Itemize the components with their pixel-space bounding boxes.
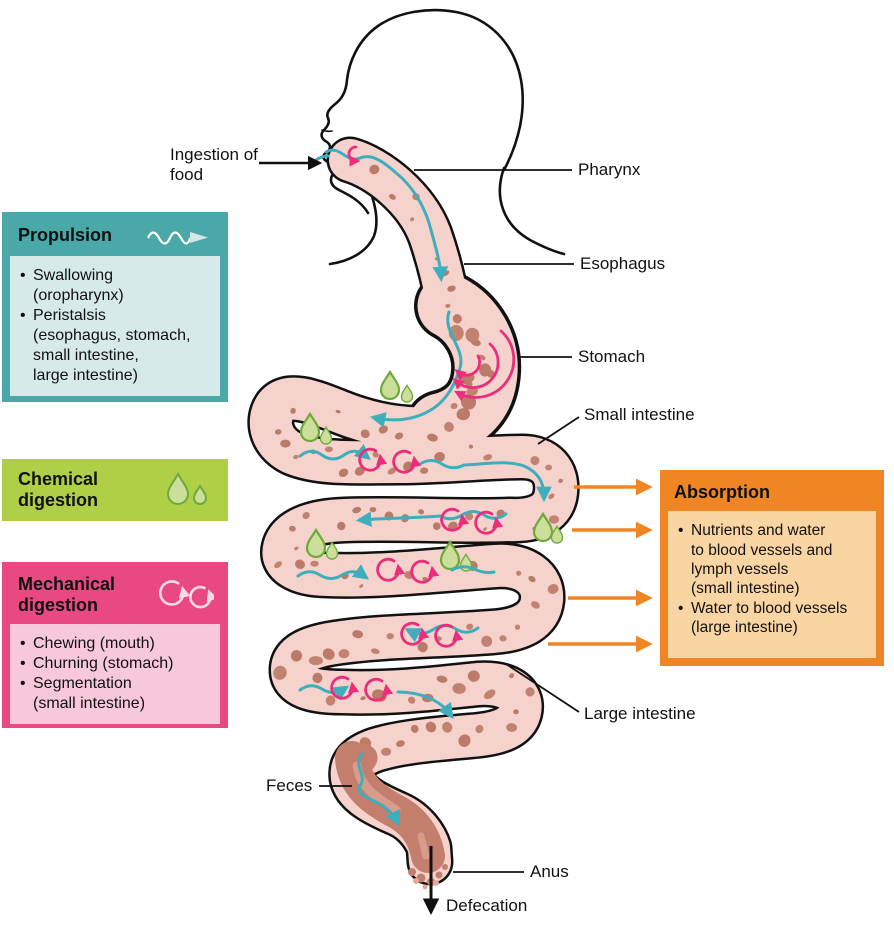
- bullet-item: •Chewing (mouth): [20, 635, 155, 653]
- neck-front-line: [328, 182, 378, 266]
- pharynx-label: Pharynx: [578, 160, 641, 179]
- chyme-spots: [273, 164, 563, 809]
- leader-lines: [259, 155, 580, 915]
- churn-arrows-icon: [159, 580, 214, 609]
- stomach-label: Stomach: [578, 347, 646, 366]
- large-intestine-label: Large intestine: [584, 704, 696, 723]
- bullet-item: •Water to blood vessels (large intestine…: [678, 599, 848, 637]
- churn-arrows: [332, 145, 516, 700]
- small-intestine-label: Small intestine: [584, 405, 695, 424]
- bullet-item: •Swallowing (oropharynx): [20, 267, 124, 304]
- bullet-item: •Nutrients and water to blood vessels an…: [678, 522, 833, 598]
- small-intestine-leader: [537, 416, 580, 445]
- absorption-arrows: [548, 478, 653, 653]
- esophagus-label: Esophagus: [580, 254, 666, 273]
- large-intestine-leader: [505, 663, 580, 713]
- ingestion-label: Ingestion of food: [170, 145, 258, 185]
- bullet-item: •Churning (stomach): [20, 655, 174, 673]
- anus-label: Anus: [530, 862, 569, 881]
- mechanical-digestion-title: Mechanical digestion: [18, 574, 116, 616]
- absorption-box: Absorption •Nutrients and water to blood…: [660, 470, 884, 666]
- feces-label: Feces: [266, 776, 313, 795]
- flow-arrows: [296, 148, 552, 827]
- bullet-item: •Segmentation (small intestine): [20, 675, 146, 713]
- bullet-item: •Peristalsis (esophagus, stomach, small …: [20, 307, 191, 384]
- chemical-digestion-box: Chemical digestion: [2, 459, 228, 521]
- absorption-title: Absorption: [674, 482, 770, 502]
- propulsion-box: Propulsion •Swallowing (oropharynx) •Per…: [2, 212, 228, 402]
- neck-back-line: [498, 166, 566, 256]
- chemical-digestion-title: Chemical digestion: [18, 468, 99, 510]
- digestive-tract: [247, 136, 580, 886]
- defecation-label: Defecation: [446, 896, 528, 915]
- mechanical-digestion-box: Mechanical digestion •Chewing (mouth) •C…: [2, 562, 228, 728]
- wave-arrow-icon: [146, 231, 208, 245]
- droplets-icon: [166, 472, 208, 505]
- propulsion-title: Propulsion: [18, 225, 112, 246]
- nostril-line: [321, 129, 333, 133]
